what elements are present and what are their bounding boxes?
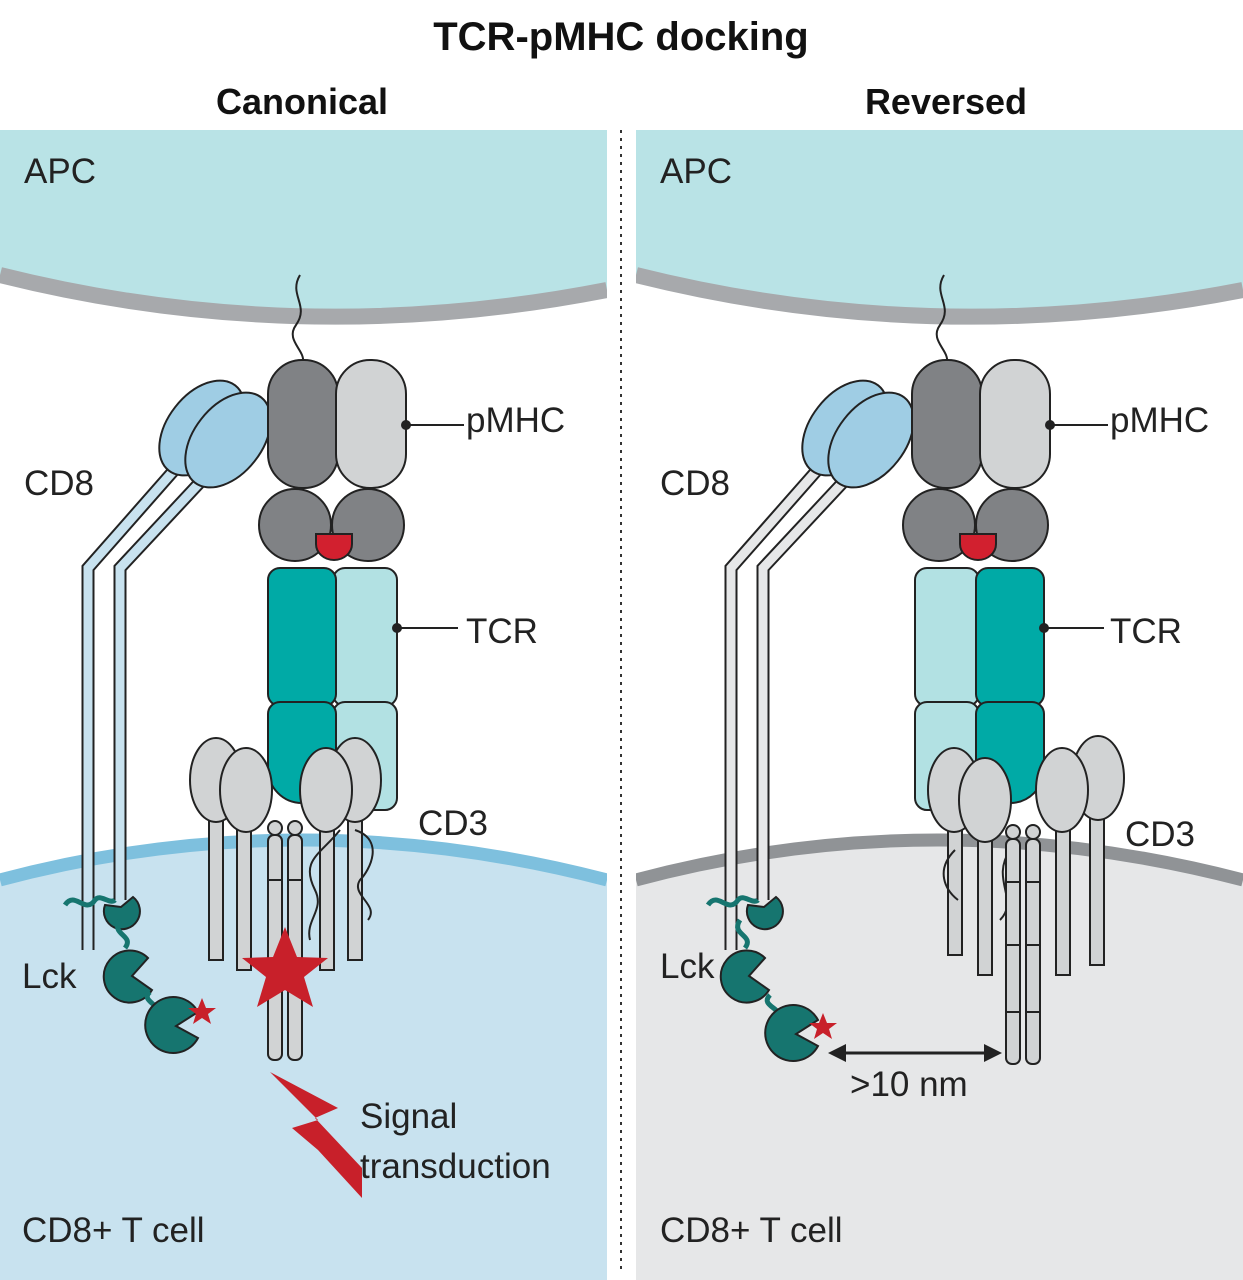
apc-membrane bbox=[0, 267, 607, 325]
signal-label-line2: transduction bbox=[360, 1147, 551, 1186]
small-star-icon bbox=[809, 1013, 837, 1039]
cd8-label: CD8 bbox=[24, 464, 94, 503]
lightning-icon bbox=[270, 1072, 362, 1198]
t-cell-label: CD8+ T cell bbox=[22, 1211, 205, 1250]
lck-kinase bbox=[62, 895, 216, 1054]
apc-label: APC bbox=[24, 152, 96, 191]
lck-kinase bbox=[705, 895, 837, 1062]
peptide bbox=[315, 533, 353, 561]
canonical-heading: Canonical bbox=[216, 81, 388, 122]
pmhc bbox=[902, 359, 1051, 562]
cd3-heads bbox=[189, 737, 382, 1061]
pmhc-label: pMHC bbox=[1110, 401, 1209, 440]
reversed-panel: APC CD8 pMHC TCR CD3 Lck >10 nm CD8+ T c… bbox=[636, 130, 1243, 1280]
cd8-coreceptor bbox=[724, 379, 915, 950]
mhc-tail bbox=[291, 274, 305, 363]
pmhc bbox=[258, 359, 407, 562]
cd8-coreceptor bbox=[81, 379, 272, 950]
apc-membrane bbox=[636, 267, 1243, 325]
cd8-label: CD8 bbox=[660, 464, 730, 503]
small-star-icon bbox=[188, 998, 216, 1024]
lck-label: Lck bbox=[22, 957, 77, 996]
lck-label: Lck bbox=[660, 947, 715, 986]
t-cell-label: CD8+ T cell bbox=[660, 1211, 843, 1250]
apc-cell bbox=[636, 130, 1243, 317]
t-cell bbox=[0, 840, 607, 1280]
apc-label: APC bbox=[660, 152, 732, 191]
cd3-complex bbox=[208, 809, 374, 971]
cd3-label: CD3 bbox=[1125, 815, 1195, 854]
canonical-panel: APC CD8 pMHC TCR CD3 Lck Signal transduc… bbox=[0, 130, 607, 1280]
reversed-heading: Reversed bbox=[865, 81, 1027, 122]
signal-label-line1: Signal bbox=[360, 1097, 457, 1136]
tcr-label: TCR bbox=[1110, 612, 1182, 651]
t-cell-membrane bbox=[636, 833, 1243, 887]
figure-title: TCR-pMHC docking bbox=[433, 15, 809, 59]
cd3-complex bbox=[927, 735, 1125, 1065]
activation-star-icon bbox=[242, 927, 328, 1007]
cd3-label: CD3 bbox=[418, 804, 488, 843]
distance-arrow bbox=[828, 1044, 1002, 1062]
apc-cell bbox=[0, 130, 607, 317]
pmhc-label: pMHC bbox=[466, 401, 565, 440]
distance-label: >10 nm bbox=[850, 1065, 968, 1104]
tcr-label: TCR bbox=[466, 612, 538, 651]
